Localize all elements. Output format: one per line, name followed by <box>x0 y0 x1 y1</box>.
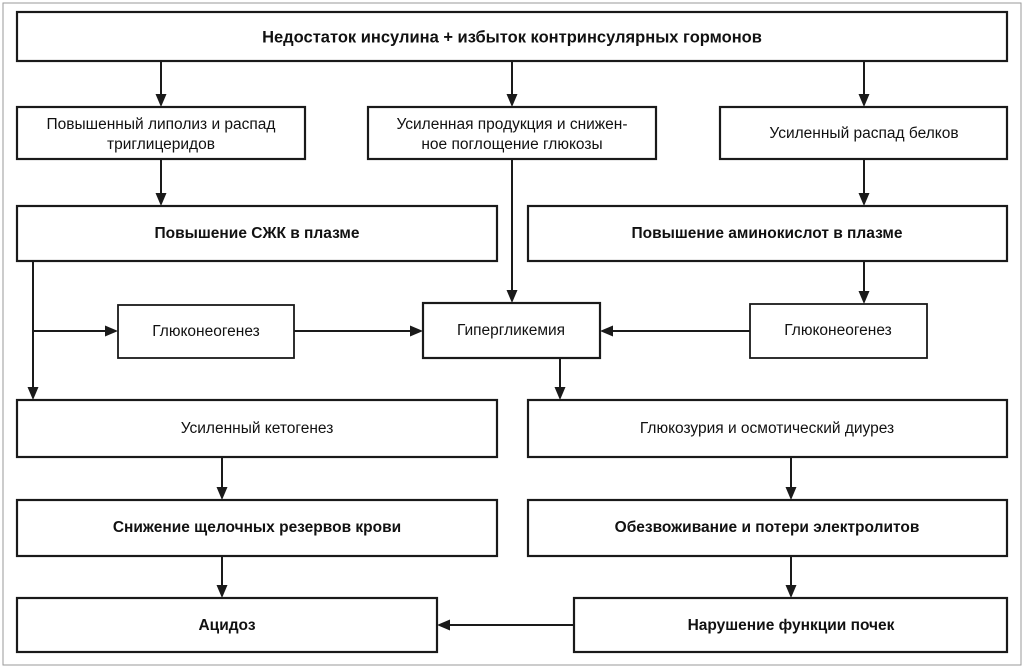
node-acidosis-box[interactable] <box>15 596 439 654</box>
node-hyperglycemia-box[interactable] <box>421 301 602 360</box>
node-aminoacids-increase-label: Повышение аминокислот в плазме <box>632 225 903 242</box>
node-alkaline-reserve-label: Снижение щелочных резервов крови <box>113 519 401 536</box>
node-root-box[interactable] <box>15 10 1009 63</box>
node-glucosuria[interactable]: Глюкозурия и осмотический диурез <box>526 398 1009 459</box>
node-dehydration-box[interactable] <box>526 498 1009 558</box>
edge-dehydration-to-kidney <box>785 556 797 598</box>
node-hyperglycemia[interactable]: Гипергликемия <box>421 301 602 360</box>
node-glucose-production-label-line2: ное поглощение глюкозы <box>421 136 602 153</box>
node-gluconeogenesis-right[interactable]: Глюконеогенез <box>749 303 928 359</box>
node-gluconeogenesis-right-label: Глюконеогенез <box>784 322 891 339</box>
node-alkaline-reserve[interactable]: Снижение щелочных резервов крови <box>15 498 499 558</box>
node-ffa-increase-label: Повышение СЖК в плазме <box>155 225 360 242</box>
edge-glucosuria-to-dehydration <box>785 457 797 500</box>
node-gluconeogenesis-left-box[interactable] <box>117 304 295 359</box>
edge-protein-to-aminoacids <box>858 159 870 206</box>
node-alkaline-reserve-box[interactable] <box>15 498 499 558</box>
node-acidosis-label: Ацидоз <box>198 617 255 634</box>
node-glucose-production-box[interactable] <box>366 105 658 161</box>
node-lipolysis-label-line1: Повышенный липолиз и распад <box>47 116 276 133</box>
node-kidney-dysfunction-box[interactable] <box>572 596 1009 654</box>
node-gluconeogenesis-right-box[interactable] <box>749 303 928 359</box>
edge-root-to-protein-breakdown <box>858 61 870 107</box>
node-ketogenesis[interactable]: Усиленный кетогенез <box>15 398 499 459</box>
edge-aminoacids-to-gluconeogenesis-right <box>858 261 870 304</box>
node-hyperglycemia-label: Гипергликемия <box>457 322 565 339</box>
node-root-label: Недостаток инсулина + избыток контринсул… <box>262 28 762 46</box>
node-glucosuria-box[interactable] <box>526 398 1009 459</box>
node-gluconeogenesis-left-label: Глюконеогенез <box>152 323 259 340</box>
node-glucose-production[interactable]: Усиленная продукция и снижен- ное поглощ… <box>366 105 658 161</box>
node-kidney-dysfunction[interactable]: Нарушение функции почек <box>572 596 1009 654</box>
node-ketogenesis-box[interactable] <box>15 398 499 459</box>
edge-glucose-production-to-hyperglycemia <box>506 159 518 303</box>
node-glucosuria-label: Глюкозурия и осмотический диурез <box>640 420 894 437</box>
edge-hyperglycemia-to-glucosuria <box>554 358 566 400</box>
node-ketogenesis-label: Усиленный кетогенез <box>181 420 334 437</box>
node-acidosis[interactable]: Ацидоз <box>15 596 439 654</box>
node-gluconeogenesis-left[interactable]: Глюконеогенез <box>117 304 295 359</box>
edge-gluconeogenesis-right-to-hyperglycemia <box>600 325 750 337</box>
edge-root-to-lipolysis <box>155 61 167 107</box>
node-protein-breakdown[interactable]: Усиленный распад белков <box>718 105 1009 161</box>
node-dehydration[interactable]: Обезвоживание и потери электролитов <box>526 498 1009 558</box>
edge-gluconeogenesis-left-to-hyperglycemia <box>294 325 423 337</box>
node-protein-breakdown-label: Усиленный распад белков <box>769 125 958 142</box>
connector-layer <box>27 61 870 631</box>
node-lipolysis-box[interactable] <box>15 105 307 161</box>
node-glucose-production-label-line1: Усиленная продукция и снижен- <box>396 116 627 133</box>
node-kidney-dysfunction-label: Нарушение функции почек <box>688 617 895 634</box>
node-lipolysis[interactable]: Повышенный липолиз и распад триглицеридо… <box>15 105 307 161</box>
edge-ffa-to-gluconeogenesis-left <box>33 325 118 337</box>
edge-root-to-glucose-production <box>506 61 518 107</box>
edge-alkaline-reserve-to-acidosis <box>216 556 228 598</box>
node-ffa-increase-box[interactable] <box>15 204 499 263</box>
node-root[interactable]: Недостаток инсулина + избыток контринсул… <box>15 10 1009 63</box>
edge-kidney-to-acidosis <box>437 619 574 631</box>
node-lipolysis-label-line2: триглицеридов <box>107 136 215 153</box>
edge-ketogenesis-to-alkaline-reserve <box>216 457 228 500</box>
node-protein-breakdown-box[interactable] <box>718 105 1009 161</box>
node-aminoacids-increase[interactable]: Повышение аминокислот в плазме <box>526 204 1009 263</box>
node-aminoacids-increase-box[interactable] <box>526 204 1009 263</box>
edge-lipolysis-to-ffa <box>155 159 167 206</box>
edge-ffa-to-ketogenesis <box>27 261 39 400</box>
node-dehydration-label: Обезвоживание и потери электролитов <box>615 519 920 536</box>
node-ffa-increase[interactable]: Повышение СЖК в плазме <box>15 204 499 263</box>
